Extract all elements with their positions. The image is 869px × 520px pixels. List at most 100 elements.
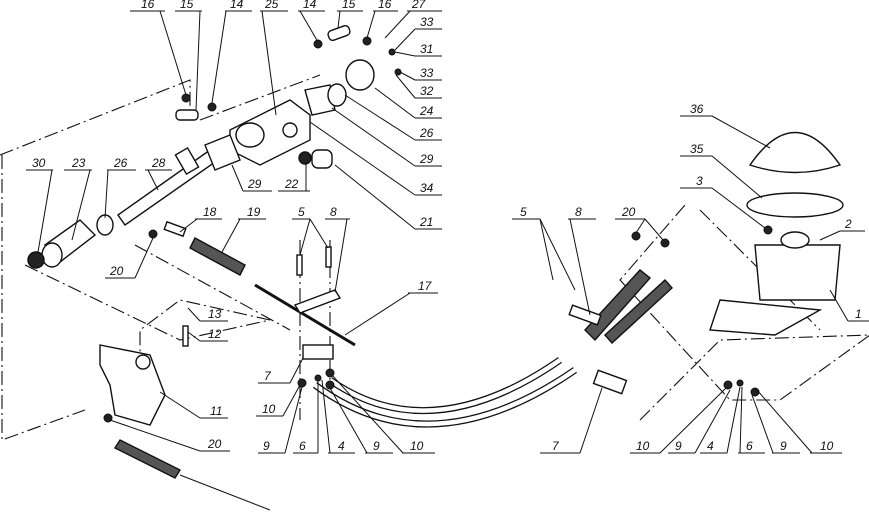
gaskets-29 [204,84,336,171]
svg-text:5: 5 [298,205,305,219]
callout: 30 [26,156,53,253]
callout: 10 [630,387,727,454]
cover-24 [298,59,375,169]
svg-text:5: 5 [520,205,527,219]
svg-text:4: 4 [338,439,345,453]
svg-text:2: 2 [844,217,852,231]
callout: 32 [395,74,442,99]
callout: 20 [109,419,230,452]
svg-text:17: 17 [418,279,433,293]
callout: 14 [298,0,325,43]
svg-text:4: 4 [707,439,714,453]
svg-text:24: 24 [419,104,434,118]
svg-text:27: 27 [411,0,427,11]
svg-text:25: 25 [264,0,279,11]
svg-text:18: 18 [203,205,217,219]
callout: 9 [329,387,393,454]
svg-text:9: 9 [263,439,270,453]
svg-text:20: 20 [621,205,636,219]
svg-text:1: 1 [855,307,862,321]
callout: 2 [819,217,865,241]
callout: 20 [105,237,154,279]
svg-text:16: 16 [141,0,155,11]
svg-text:15: 15 [180,0,194,11]
callout: 10 [256,384,301,417]
svg-text:14: 14 [303,0,317,11]
callout: 8 [325,205,350,293]
svg-text:19: 19 [247,205,261,219]
callout: 14 [211,0,252,104]
callout: 8 [568,205,596,316]
callout: 16 [366,0,398,39]
svg-text:34: 34 [420,181,434,195]
callout: 4 [700,386,741,454]
svg-text:12: 12 [208,327,222,341]
svg-text:7: 7 [552,439,560,453]
svg-text:36: 36 [690,102,704,116]
callout: 25 [260,0,288,116]
callout: 31 [394,42,442,57]
bracket-11 [99,325,189,426]
callout: 6 [293,381,319,454]
callout: 35 [680,142,763,199]
svg-text:28: 28 [151,156,166,170]
callout: 7 [540,387,603,454]
svg-text:9: 9 [780,439,787,453]
small-parts-top [175,24,402,121]
svg-text:15: 15 [342,0,356,11]
svg-text:26: 26 [419,126,434,140]
svg-text:20: 20 [207,437,222,451]
callout: 27 [384,0,442,39]
callout: 26 [104,156,136,219]
callout: 18 [179,205,222,233]
svg-text:10: 10 [410,439,424,453]
callout: 19 [221,205,266,253]
svg-text:31: 31 [420,42,433,56]
callout: 13 [187,307,228,322]
svg-text:11: 11 [210,404,222,418]
spring-19 [148,220,246,276]
cables [113,269,673,511]
svg-text:22: 22 [284,177,299,191]
svg-text:23: 23 [71,156,86,170]
callout: 6 [738,386,765,454]
callout: 9 [258,386,303,454]
svg-text:9: 9 [373,439,380,453]
svg-text:8: 8 [575,205,582,219]
svg-text:33: 33 [420,15,434,29]
callout: 21 [334,164,442,230]
callout: 26 [344,94,442,141]
svg-text:20: 20 [109,264,124,278]
callout: 15 [175,0,202,111]
housing-25 [229,99,311,166]
svg-text:26: 26 [113,156,128,170]
svg-text:33: 33 [420,66,434,80]
callout: 36 [680,102,771,149]
callout: 11 [159,391,228,419]
callout: 24 [374,87,442,119]
callout: 7 [258,357,304,384]
callout: 28 [145,156,172,191]
callout: 3 [680,174,766,229]
lever-assembly [709,131,844,336]
callout: 12 [187,327,228,342]
callout: 4 [321,379,355,454]
callout: 5 [512,205,576,291]
svg-text:21: 21 [419,215,433,229]
callout: 9 [751,394,800,454]
svg-text:6: 6 [299,439,306,453]
callout: 29 [231,164,272,192]
svg-text:35: 35 [690,142,704,156]
callout: 23 [64,156,92,241]
callout: 10 [331,374,435,454]
callout: 20 [615,205,664,241]
callout: 16 [130,0,187,96]
svg-text:8: 8 [330,205,337,219]
svg-text:3: 3 [696,174,703,188]
callout: 1 [829,289,869,322]
svg-text:30: 30 [32,156,46,170]
callout: 15 [337,0,363,29]
callout: 34 [309,121,442,196]
fasteners-bottom [103,231,760,423]
